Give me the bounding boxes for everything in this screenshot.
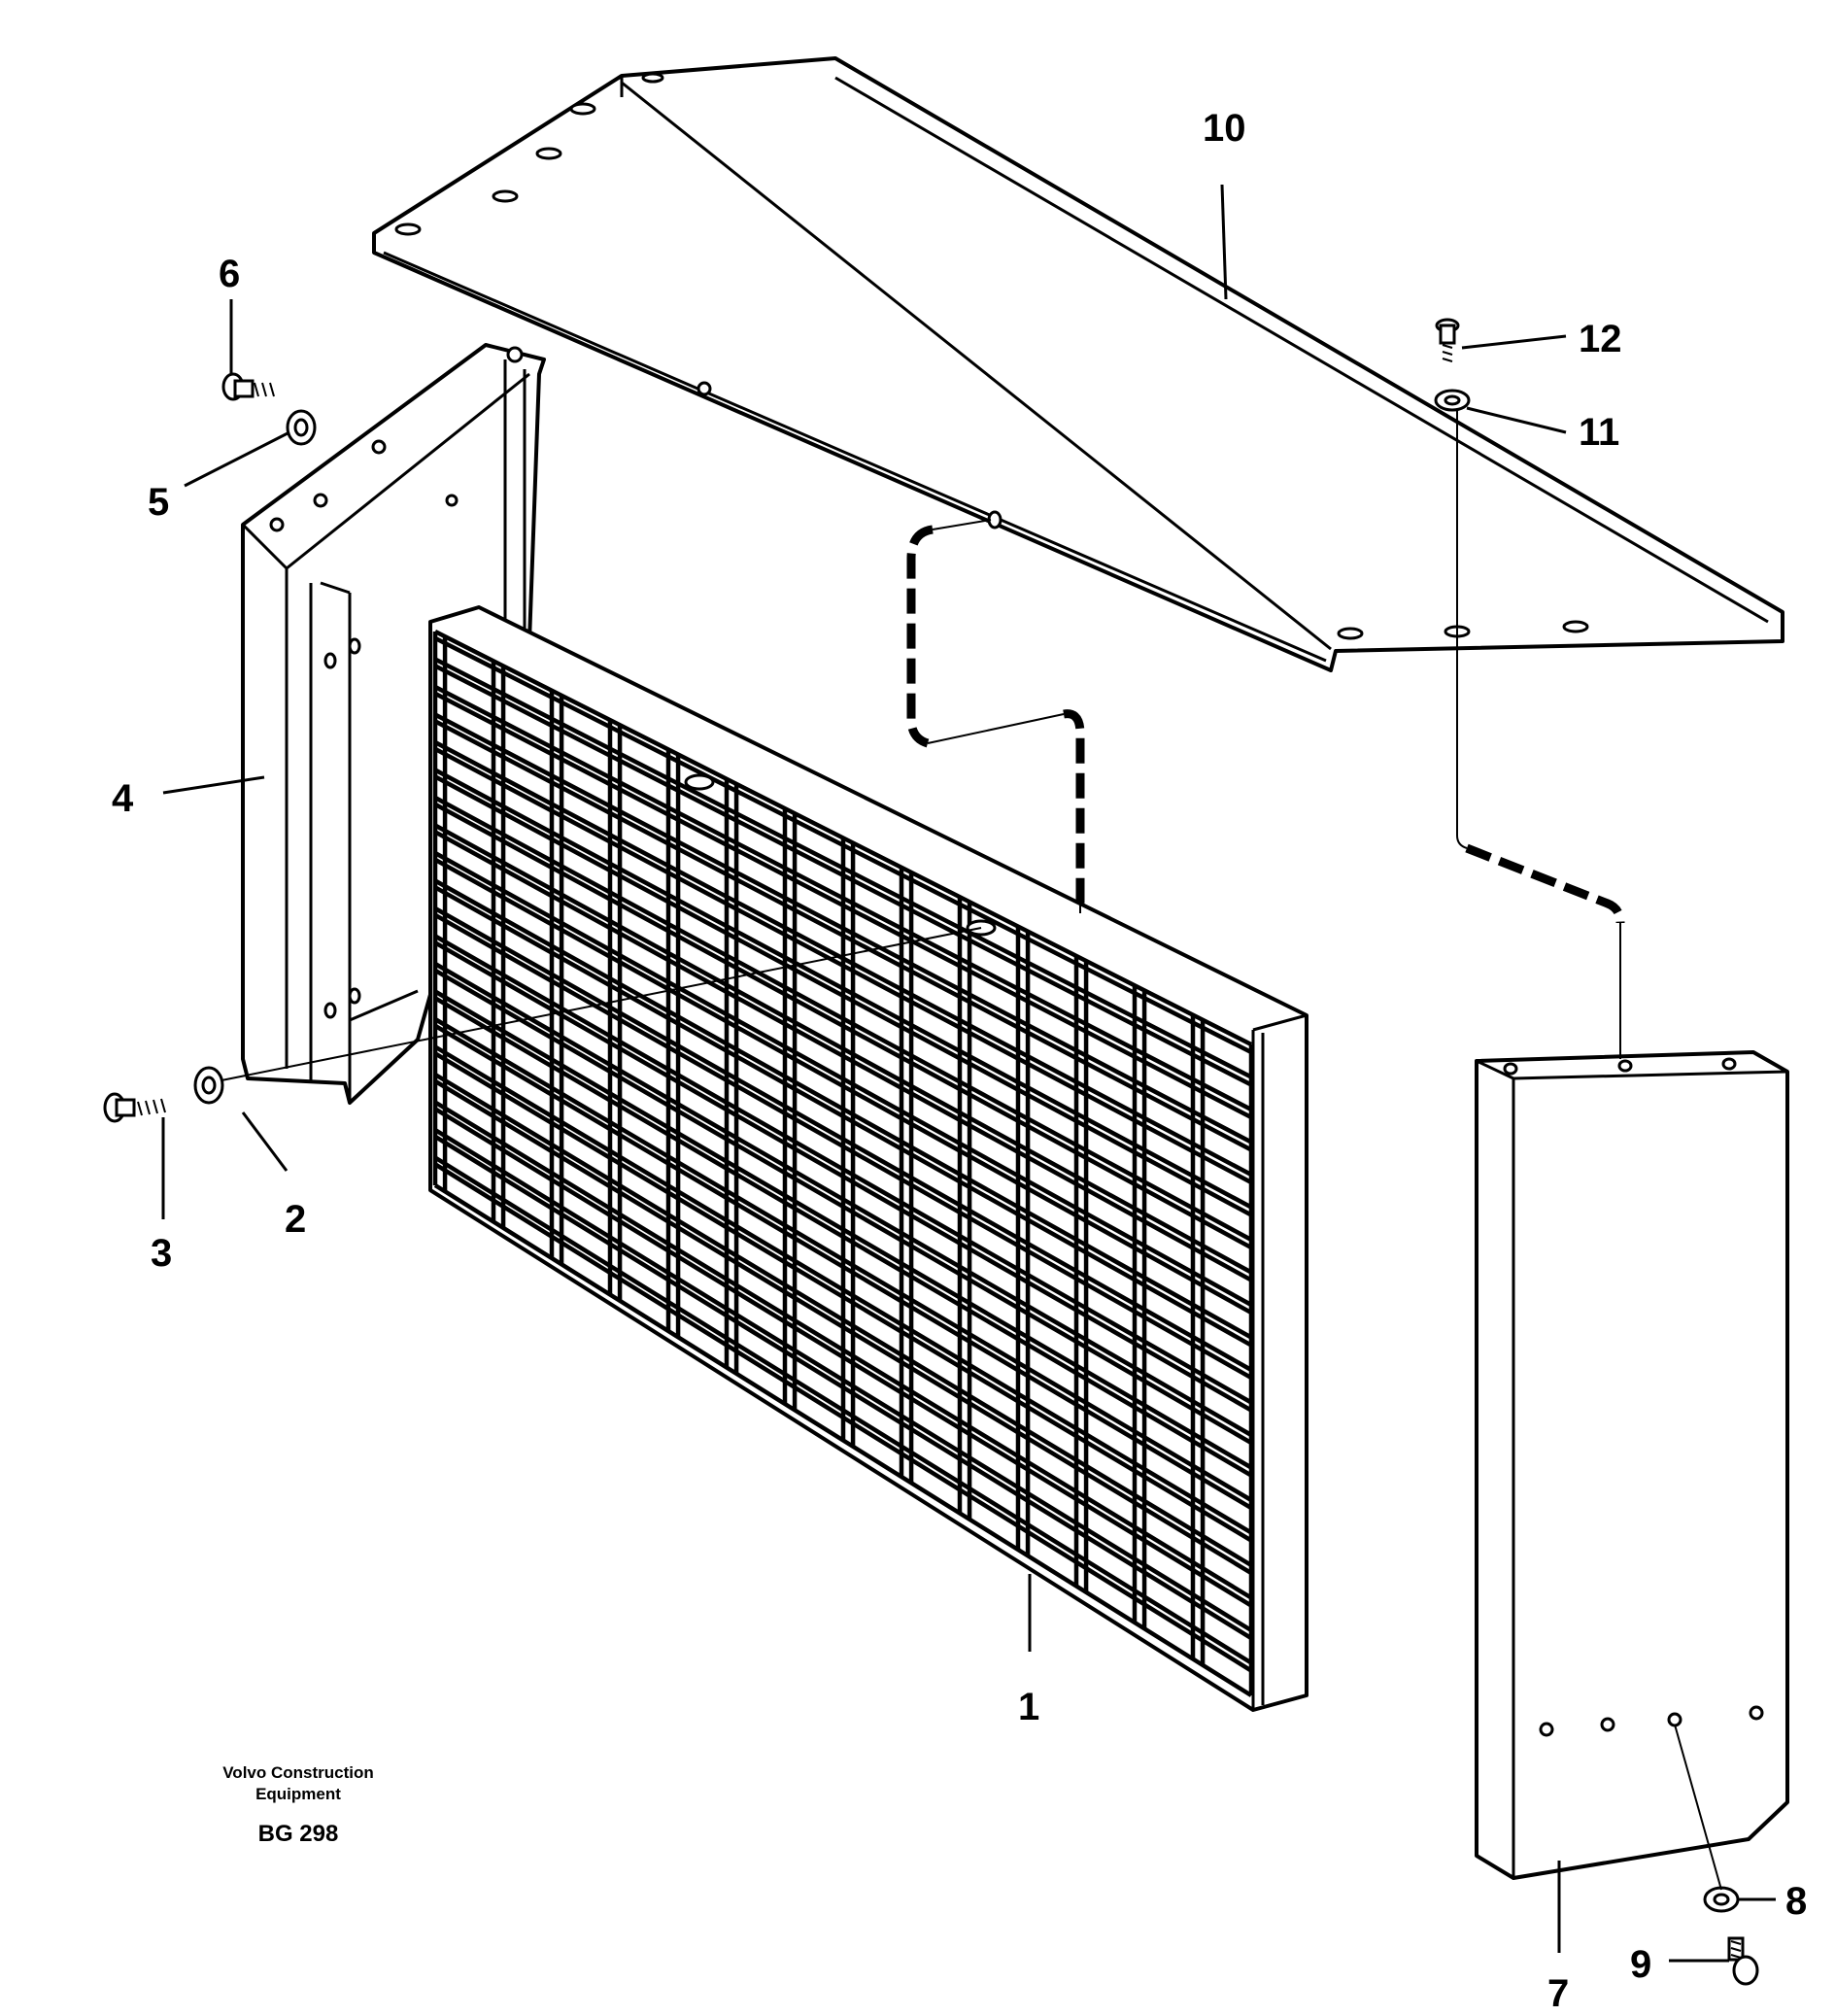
callout-1: 1 (1018, 1686, 1039, 1728)
mount-line-grille (221, 927, 982, 1081)
grille-bar-horizontal-shade (433, 912, 1253, 1380)
grille-bar-horizontal (433, 712, 1253, 1145)
caption-code: BG 298 (258, 1821, 339, 1847)
caption-block: Volvo Construction Equipment BG 298 (222, 1763, 374, 1847)
grille-bar-horizontal (433, 768, 1253, 1210)
grille-bar-horizontal-shade (433, 1162, 1253, 1673)
callout-3: 3 (151, 1232, 172, 1275)
callout-9: 9 (1630, 1943, 1651, 1986)
grille-bar-horizontal-shade (433, 635, 1253, 1055)
leader-lines (161, 184, 1776, 1963)
callout-6: 6 (219, 253, 240, 295)
grille-bar-horizontal (433, 685, 1253, 1111)
grille-bar-horizontal-shade (433, 1107, 1253, 1608)
grille-bar-horizontal (433, 1155, 1253, 1665)
grille-bar-horizontal (433, 906, 1253, 1372)
fastener-screw-12 (1435, 318, 1460, 362)
grille-bar-horizontal-shade (433, 774, 1253, 1217)
grille-grid (432, 629, 1254, 1697)
grille-bar-horizontal-shade (433, 885, 1253, 1348)
grille-bar-horizontal (433, 934, 1253, 1405)
callout-7: 7 (1547, 1972, 1569, 2015)
callout-2: 2 (285, 1198, 306, 1241)
grille-bar-horizontal (433, 740, 1253, 1177)
assembly-path-left (906, 519, 1085, 913)
fastener-screw-9 (1727, 1936, 1759, 1986)
grille-bar-horizontal-shade (433, 940, 1253, 1413)
grille-bar-horizontal-shade (433, 830, 1253, 1282)
fastener-washer-5 (286, 409, 317, 446)
grille-bar-horizontal-shade (433, 857, 1253, 1316)
fastener-washer-2 (193, 1066, 224, 1105)
top-cover-plate (372, 56, 1784, 672)
assembly-path-right (1456, 408, 1625, 1059)
grille-bar-horizontal (433, 1017, 1253, 1502)
fastener-screw-3 (103, 1092, 166, 1123)
grille-bar-horizontal-shade (433, 691, 1253, 1120)
grille-bar-horizontal (433, 796, 1253, 1242)
grille-bar-horizontal-shade (433, 664, 1253, 1087)
callout-4: 4 (112, 777, 134, 820)
grille-bar-horizontal-shade (433, 1134, 1253, 1640)
callout-11: 11 (1579, 411, 1619, 454)
caption-company: Volvo Construction (222, 1763, 374, 1782)
fastener-washer-8 (1703, 1886, 1740, 1913)
grille-bar-horizontal-shade (433, 1023, 1253, 1510)
grille-bar-horizontal (433, 1100, 1253, 1600)
grille-bar-horizontal (433, 629, 1253, 1047)
right-side-panel (1475, 1050, 1789, 1880)
grille-bar-horizontal (433, 989, 1253, 1470)
fastener-washer-11 (1434, 389, 1471, 412)
grille-bar-horizontal-shade (433, 746, 1253, 1185)
grille-bar-horizontal (433, 1183, 1253, 1697)
grille-bar-horizontal (433, 851, 1253, 1307)
grille-bar-horizontal (433, 657, 1253, 1079)
left-side-bracket (241, 343, 546, 1105)
grille-bar-horizontal (433, 1044, 1253, 1535)
callout-8: 8 (1785, 1880, 1807, 1923)
callout-10: 10 (1203, 107, 1246, 150)
grille-bar-horizontal (433, 1073, 1253, 1567)
grille-bar-horizontal-shade (433, 719, 1253, 1152)
grille-bar-horizontal-shade (433, 1051, 1253, 1543)
grille-bar-horizontal (433, 878, 1253, 1340)
grille-bar-horizontal (433, 1128, 1253, 1632)
callout-5: 5 (148, 481, 169, 524)
mount-line-panel (1674, 1724, 1722, 1891)
grille-bar-horizontal-shade (433, 996, 1253, 1478)
fastener-screw-6 (221, 372, 275, 401)
grille-bar-horizontal-shade (433, 802, 1253, 1250)
grille-bar-horizontal (433, 962, 1253, 1437)
grille-bar-horizontal (433, 823, 1253, 1275)
grille-bar-horizontal-shade (433, 1078, 1253, 1575)
caption-company-line2: Equipment (255, 1785, 341, 1803)
callout-12: 12 (1579, 318, 1622, 360)
grille-bar-horizontal-shade (433, 968, 1253, 1445)
grille-panel (428, 605, 1308, 1712)
